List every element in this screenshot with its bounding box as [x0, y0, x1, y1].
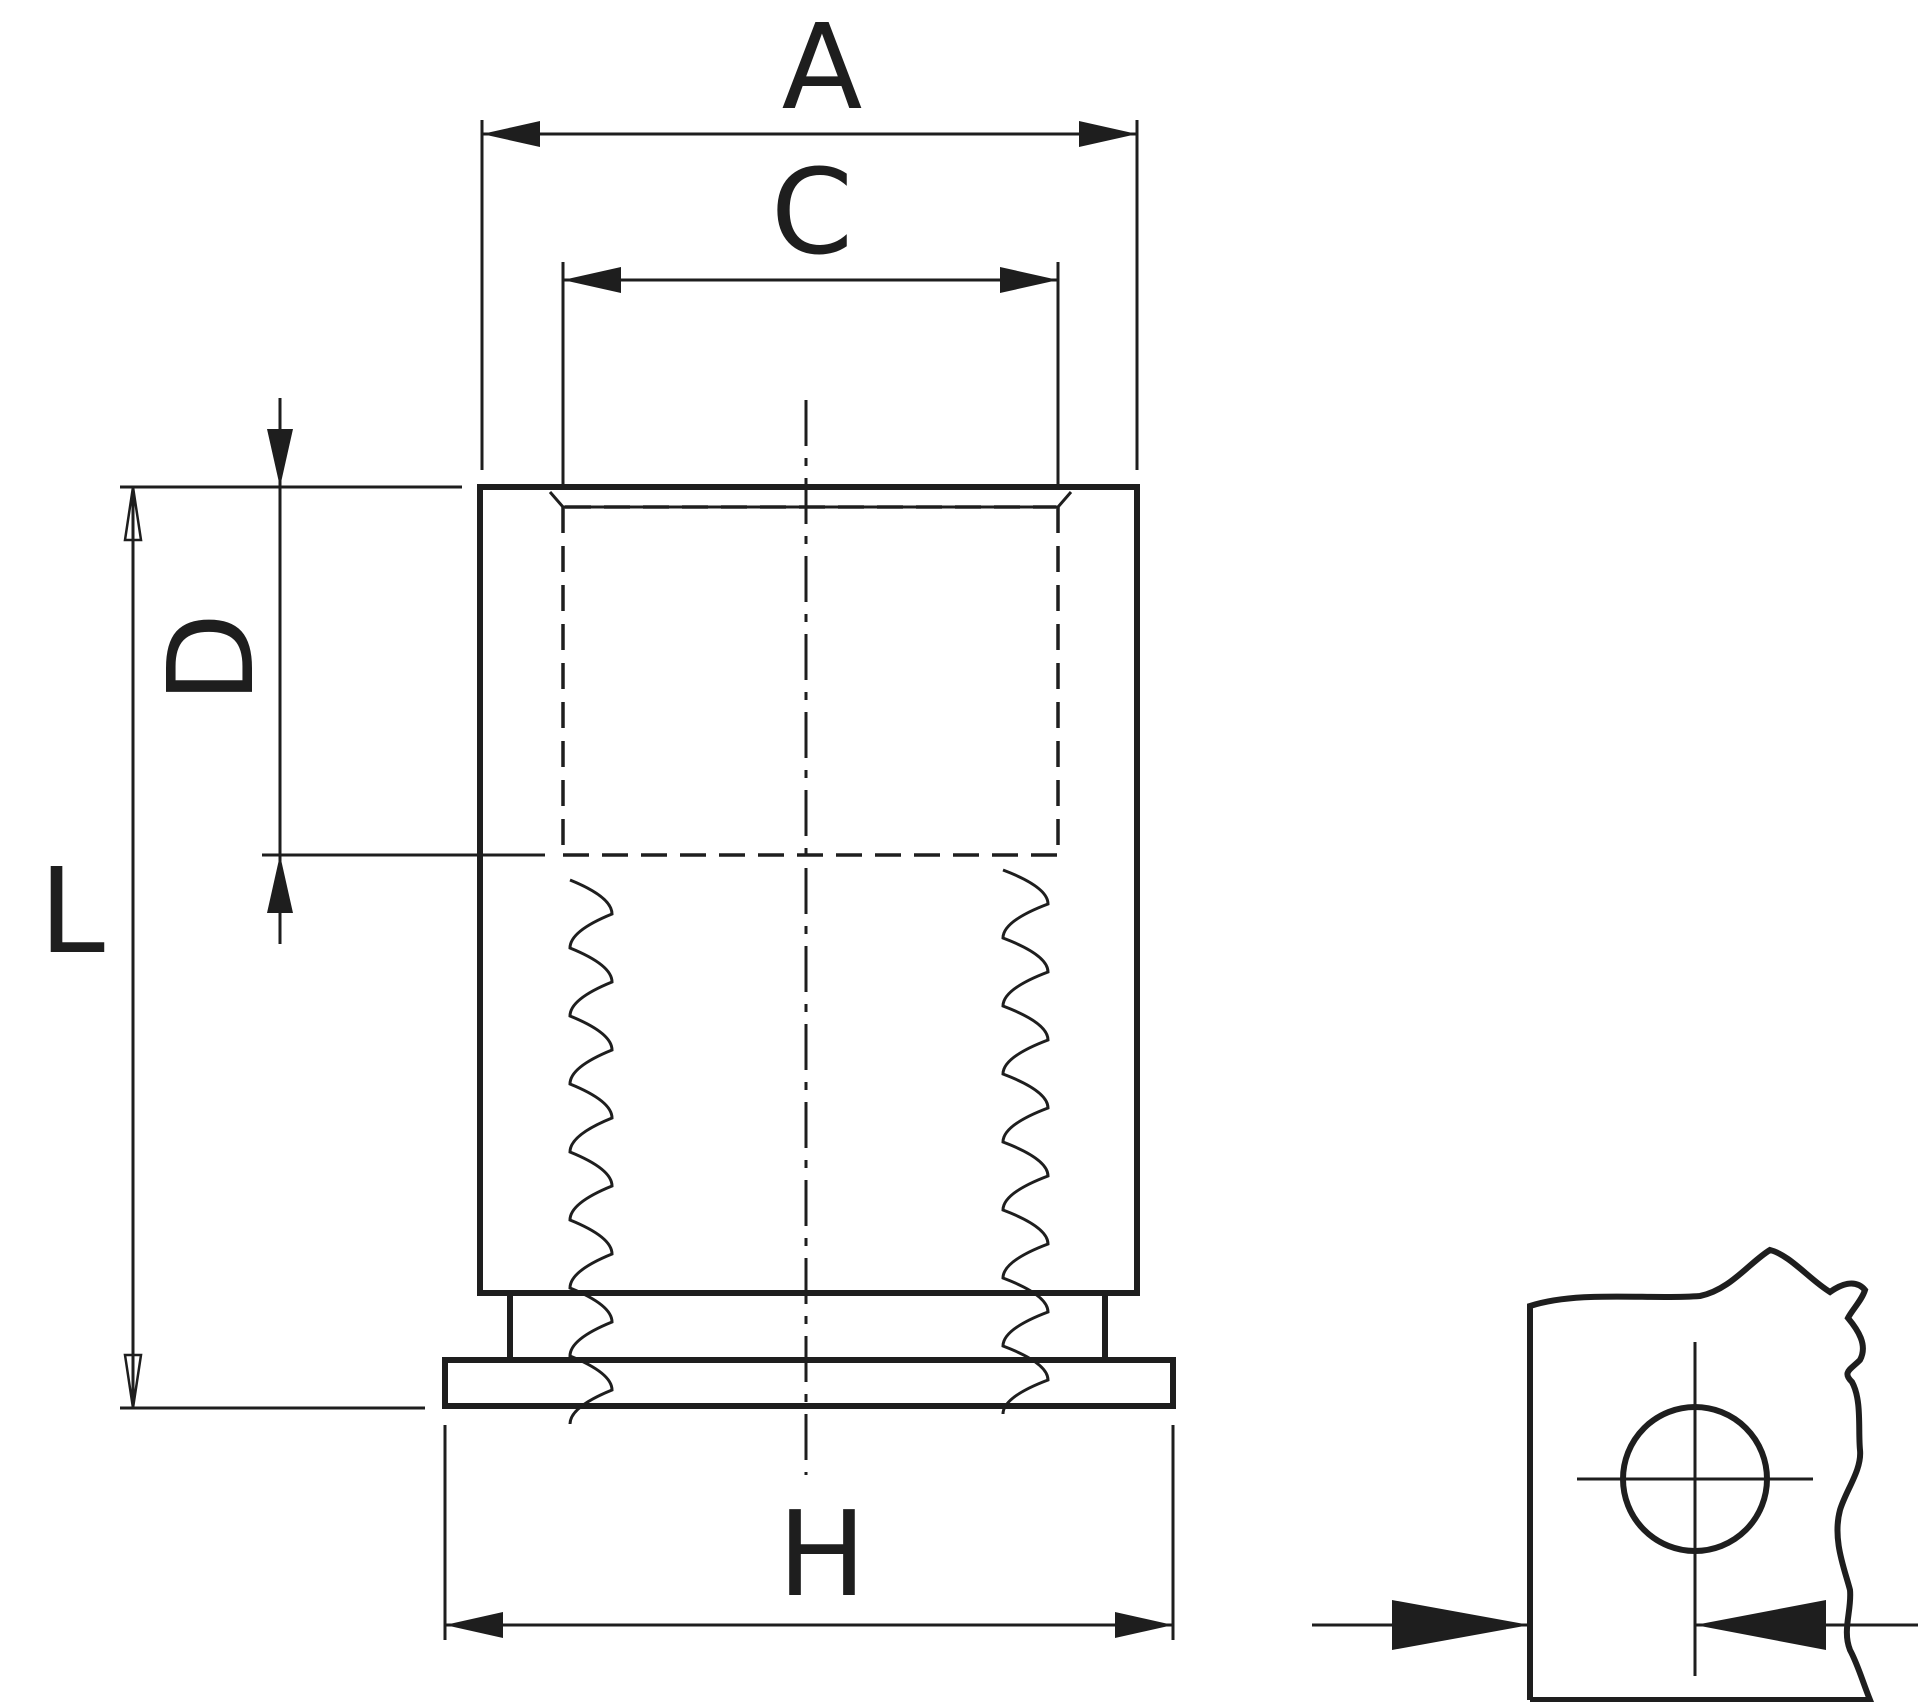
arrowhead-h-right	[1115, 1612, 1173, 1638]
hidden-bore	[548, 491, 1073, 857]
label-h: H	[778, 1485, 867, 1623]
dimension-d: D	[120, 398, 545, 944]
plate-outline	[1527, 1246, 1875, 1702]
force-arrowhead-right	[1695, 1600, 1826, 1650]
force-arrowhead-left	[1392, 1600, 1530, 1650]
arrowhead-l-top	[123, 486, 143, 542]
arrowhead-c-left	[563, 267, 621, 293]
arrowhead-d-top	[267, 429, 293, 487]
arrowhead-d-bottom	[267, 855, 293, 913]
label-l: L	[39, 842, 105, 980]
arrowhead-h-left	[445, 1612, 503, 1638]
mounting-hole	[1620, 1404, 1770, 1554]
thread-zigzag	[1001, 868, 1050, 1415]
dimension-h: H	[443, 1425, 1175, 1640]
part-body	[442, 484, 1176, 1409]
upper-cylinder	[477, 484, 1140, 1296]
label-d: D	[142, 613, 280, 704]
dimension-l: L	[39, 486, 425, 1410]
arrowhead-l-bottom	[123, 1353, 143, 1409]
arrowhead-c-right	[1000, 267, 1058, 293]
arrowhead-a-left	[482, 121, 540, 147]
label-c: C	[771, 143, 853, 281]
base-flange	[442, 1357, 1176, 1409]
dimension-c: C	[561, 143, 1060, 487]
arrowhead-a-right	[1079, 121, 1137, 147]
bore-chamfer	[548, 491, 1073, 509]
label-a: A	[782, 0, 863, 136]
thread-left	[568, 878, 614, 1425]
detail-view	[1312, 1246, 1918, 1702]
thread-right	[1001, 868, 1050, 1415]
dimension-a: A	[480, 0, 1139, 470]
thread-zigzag	[568, 878, 614, 1425]
